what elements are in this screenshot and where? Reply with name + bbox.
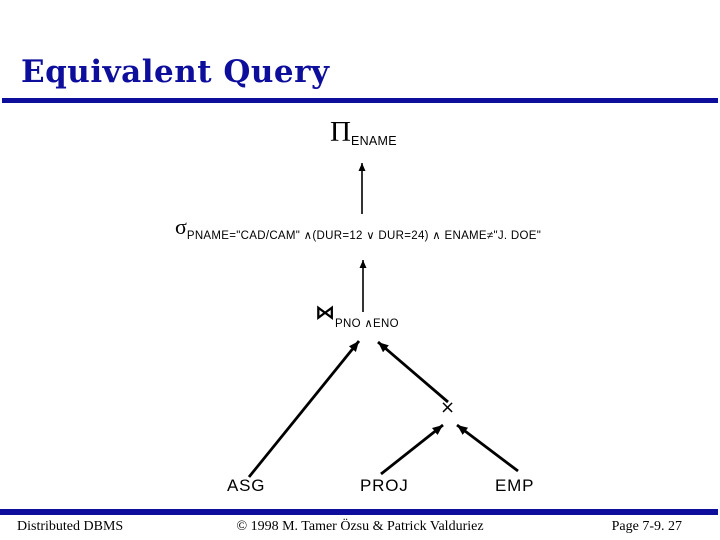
projection-operator-icon: Π — [330, 116, 351, 148]
edge-proj-to-cartesian — [380, 423, 444, 476]
join-node: ⋈PNO ∧ENO — [315, 300, 399, 330]
edge-cartesian-to-join — [377, 340, 449, 404]
selection-node: σPNAME="CAD/CAM" ∧(DUR=12 ∨ DUR=24) ∧ EN… — [175, 214, 541, 242]
cartesian-product-icon: × — [440, 397, 456, 418]
page-title: Equivalent Query — [21, 54, 330, 90]
selection-predicate: PNAME="CAD/CAM" ∧(DUR=12 ∨ DUR=24) ∧ ENA… — [186, 230, 542, 242]
footer-rule — [0, 509, 718, 515]
edge-emp-to-cartesian — [456, 423, 519, 473]
title-rule — [2, 98, 718, 103]
join-condition: PNO ∧ENO — [335, 318, 399, 330]
selection-operator-icon: σ — [175, 214, 187, 239]
relation-emp: EMP — [495, 476, 535, 495]
footer-page-number: Page 7-9. 27 — [611, 519, 682, 534]
projection-subscript: ENAME — [350, 134, 397, 148]
relation-asg: ASG — [227, 476, 266, 495]
footer-book-title: Distributed DBMS — [17, 519, 124, 534]
footer-copyright: © 1998 M. Tamer Özsu & Patrick Valduriez — [236, 519, 484, 534]
projection-node: ΠENAME — [330, 116, 397, 149]
relation-proj: PROJ — [360, 476, 409, 495]
edge-asg-to-join — [247, 340, 361, 478]
join-operator-icon: ⋈ — [315, 300, 335, 324]
